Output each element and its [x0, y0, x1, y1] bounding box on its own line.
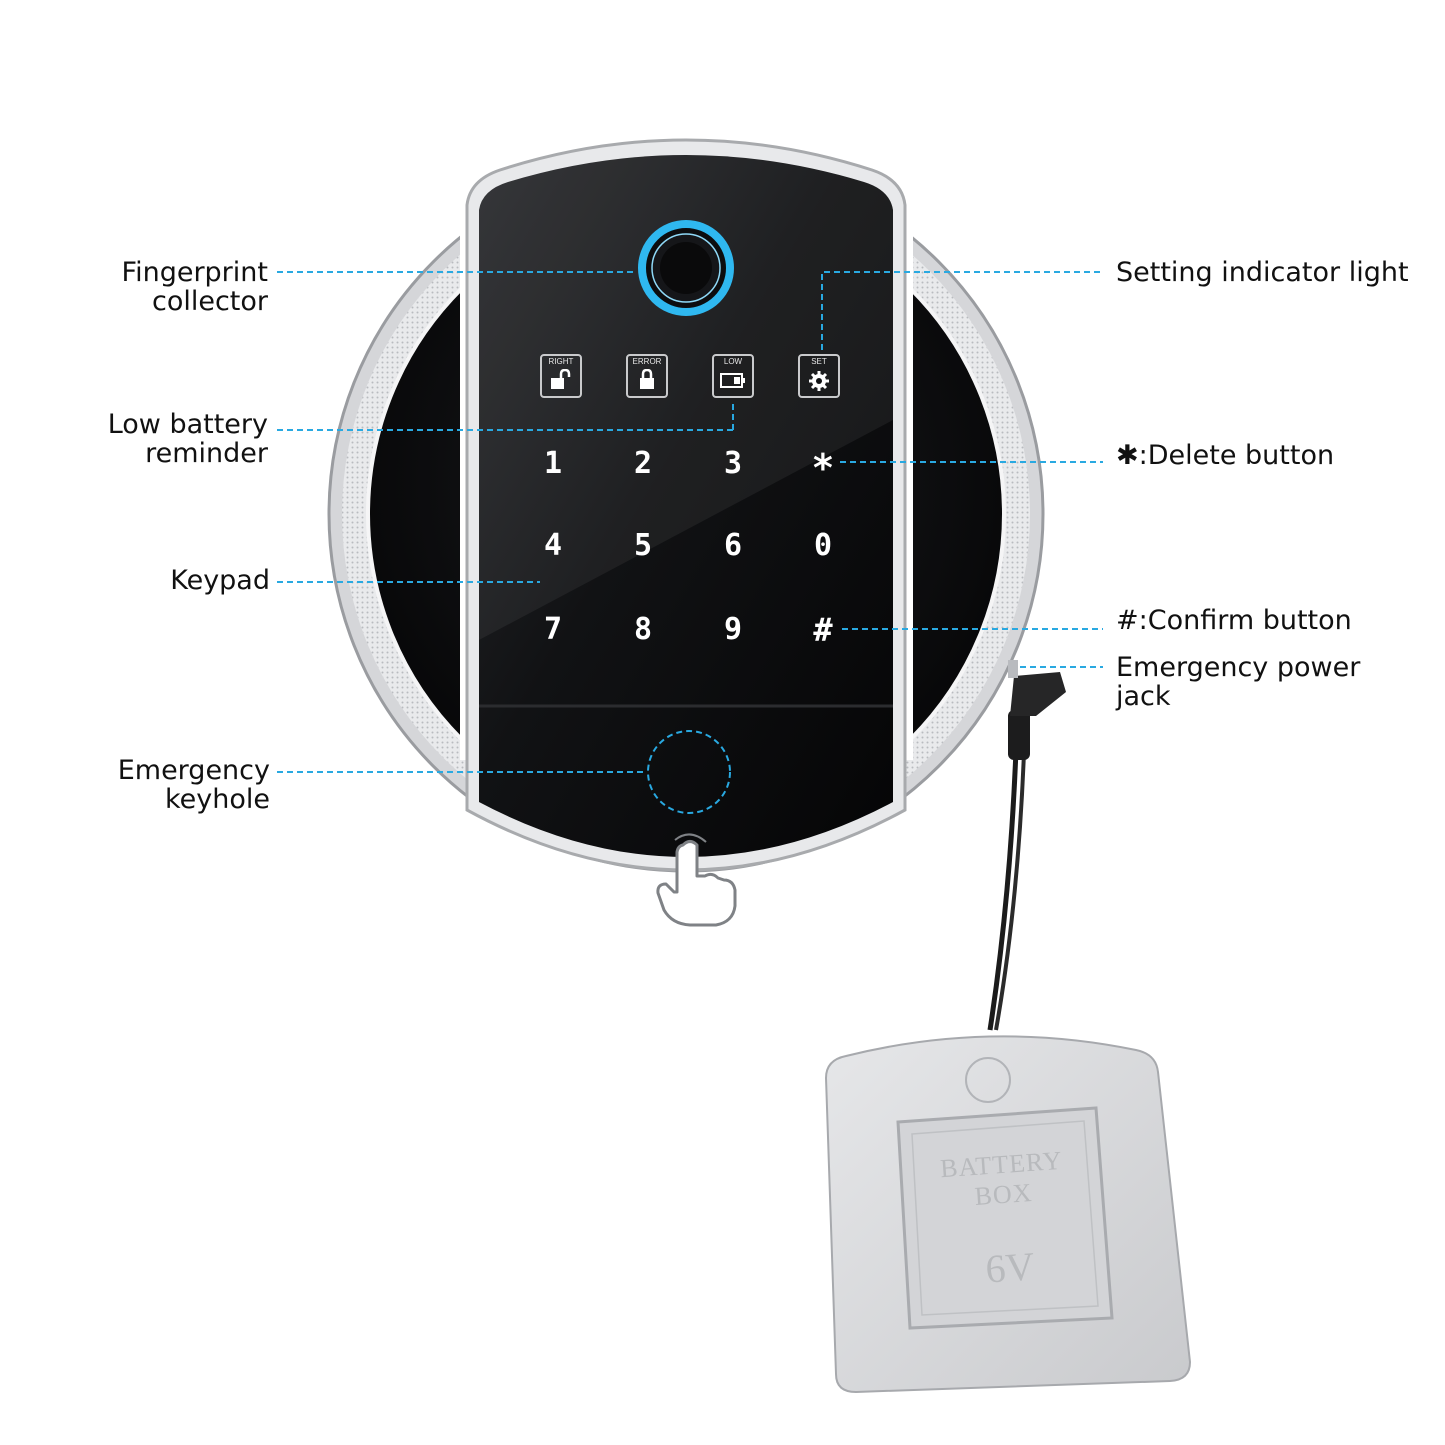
key-5[interactable]: 5	[633, 528, 653, 563]
key-8[interactable]: 8	[633, 612, 653, 647]
callout-text: jack	[1116, 681, 1171, 712]
delete-symbol: ✱	[1116, 440, 1139, 471]
callout-setting-indicator-light: Setting indicator light	[1116, 258, 1409, 287]
key-2[interactable]: 2	[633, 446, 653, 481]
callout-confirm-button: #:Confirm button	[1116, 606, 1352, 635]
callout-text: collector	[151, 286, 268, 317]
callout-text: keyhole	[164, 784, 270, 815]
indicator-row: RIGHT ERROR LOW SET	[540, 354, 840, 398]
emergency-keyhole[interactable]	[647, 730, 731, 814]
key-7[interactable]: 7	[543, 612, 563, 647]
unlocked-padlock-icon	[551, 369, 571, 389]
leader-lines	[277, 271, 1103, 773]
indicator-low[interactable]: LOW	[712, 354, 754, 398]
indicator-right[interactable]: RIGHT	[540, 354, 582, 398]
callout-text: Emergency	[117, 755, 270, 786]
indicator-label-low: LOW	[723, 357, 743, 366]
battery-box	[824, 1035, 1192, 1394]
key-1[interactable]: 1	[543, 446, 563, 481]
key-9[interactable]: 9	[723, 612, 743, 647]
callout-text: reminder	[145, 438, 268, 469]
power-jack-plug[interactable]	[1008, 660, 1018, 678]
callout-keypad: Keypad	[60, 566, 270, 595]
callout-low-battery-reminder: Low battery reminder	[60, 410, 268, 468]
indicator-set[interactable]: SET	[798, 354, 840, 398]
key-star[interactable]: *	[811, 446, 835, 490]
indicator-error[interactable]: ERROR	[626, 354, 668, 398]
padlock-icon	[640, 369, 654, 389]
keypad-grid: 1 2 3 * 4 5 6 0 7 8 9 #	[508, 440, 868, 670]
confirm-symbol: #	[1116, 605, 1139, 636]
key-hash[interactable]: #	[813, 611, 833, 649]
key-6[interactable]: 6	[723, 528, 743, 563]
callout-text: Setting indicator light	[1116, 257, 1409, 288]
callout-delete-button: ✱:Delete button	[1116, 441, 1334, 470]
emergency-power-cable	[987, 660, 1066, 1031]
callout-emergency-keyhole: Emergency keyhole	[60, 756, 270, 814]
gear-icon	[809, 371, 829, 391]
key-0[interactable]: 0	[813, 528, 833, 563]
indicator-label-right: RIGHT	[548, 357, 574, 366]
battery-icon	[720, 373, 745, 388]
callout-text: Keypad	[170, 565, 270, 596]
keypad-panel	[465, 138, 907, 872]
callout-text: Fingerprint	[121, 257, 268, 288]
callout-emergency-power-jack: Emergency power jack	[1116, 653, 1360, 711]
callout-text: :Confirm button	[1138, 605, 1352, 636]
battery-box-label: BATTERY BOX	[939, 1145, 1064, 1211]
fingerprint-sensor[interactable]	[638, 220, 734, 316]
callout-text: Emergency power	[1116, 652, 1361, 683]
callout-text: :Delete button	[1138, 440, 1335, 471]
pointing-hand-icon	[656, 833, 737, 927]
indicator-label-error: ERROR	[632, 357, 662, 366]
battery-box-voltage: 6V	[984, 1243, 1036, 1292]
callout-text: Low battery	[107, 409, 268, 440]
callout-fingerprint-collector: Fingerprint collector	[60, 258, 268, 316]
indicator-label-set: SET	[811, 357, 827, 366]
key-3[interactable]: 3	[723, 446, 743, 481]
key-4[interactable]: 4	[543, 528, 563, 563]
